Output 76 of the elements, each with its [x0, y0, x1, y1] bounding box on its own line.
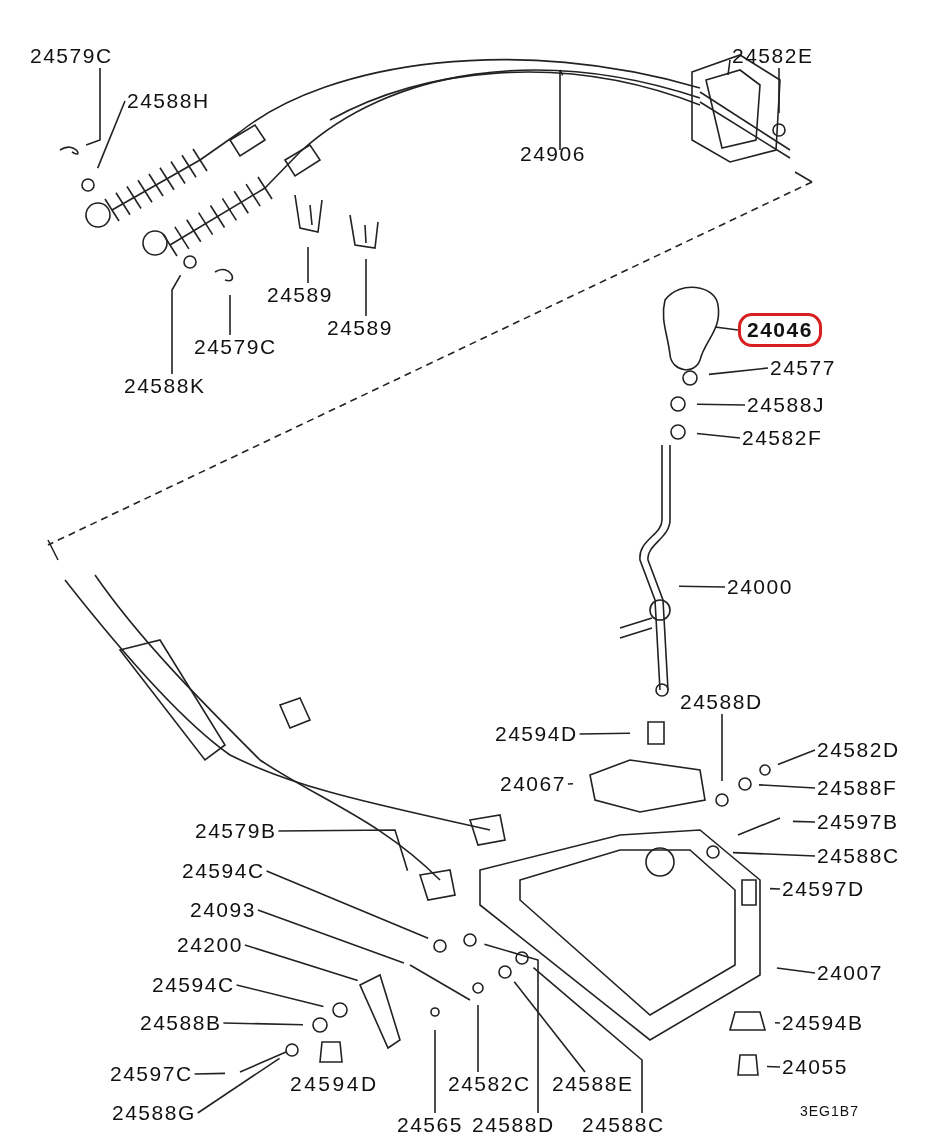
leader-line — [483, 943, 539, 1114]
callout-number: 24588F — [815, 776, 900, 800]
callout-number: 24582C — [446, 1072, 533, 1096]
callout-number: 24594D — [493, 722, 580, 746]
leader-line — [277, 829, 409, 872]
leader-line — [257, 909, 405, 964]
leader-line — [776, 967, 816, 974]
leader-line — [696, 403, 746, 406]
callout-number: 24579B — [193, 819, 279, 843]
leader-line — [85, 67, 101, 146]
leader-line — [196, 1057, 281, 1114]
callout-number: 24046 — [738, 313, 822, 347]
leader-line — [792, 820, 816, 823]
leader-line — [559, 69, 564, 151]
leader-line — [696, 432, 741, 439]
leader-line — [769, 887, 781, 890]
leader-line — [193, 1072, 226, 1075]
leader-line — [778, 67, 780, 114]
callout-number: 24200 — [175, 933, 245, 957]
callout-number: 24000 — [725, 575, 795, 599]
figure-code: 3EG1B7 — [800, 1103, 859, 1119]
callout-number: 24582E — [730, 44, 816, 68]
callout-number: 24588H — [125, 89, 212, 113]
callout-number: 24588B — [138, 1011, 224, 1035]
leader-line — [714, 326, 739, 331]
callout-number: 24093 — [188, 898, 258, 922]
callout-number: 24582F — [740, 426, 825, 450]
callout-number: 24055 — [780, 1055, 850, 1079]
leader-line — [777, 749, 816, 766]
leader-line — [708, 367, 769, 376]
leader-line — [732, 851, 816, 857]
leader-line — [678, 585, 726, 588]
leader-line — [229, 294, 231, 336]
leader-line — [365, 258, 367, 317]
callout-number: 24565 — [395, 1113, 465, 1137]
leader-line — [578, 732, 631, 735]
callout-number: 24582D — [815, 738, 902, 762]
leader-line — [434, 1029, 436, 1114]
leader-line — [96, 100, 126, 169]
leader-line — [766, 1065, 781, 1068]
callout-number: 24589 — [325, 316, 395, 340]
leader-line — [235, 984, 325, 1008]
callout-number: 24594C — [150, 973, 237, 997]
leader-line — [532, 966, 643, 1114]
callout-number: 24588J — [745, 393, 827, 417]
leader-line — [567, 782, 574, 785]
callout-number: 24588K — [122, 374, 208, 398]
leader-line — [477, 1004, 479, 1073]
callout-number: 24588E — [550, 1072, 636, 1096]
callout-number: 24594B — [780, 1011, 866, 1035]
callout-number: 24594C — [180, 859, 267, 883]
callout-number: 24588C — [580, 1113, 667, 1137]
callout-number: 24597B — [815, 810, 901, 834]
leader-line — [265, 870, 429, 940]
callout-number: 24579C — [192, 335, 279, 359]
callout-number: 24579C — [28, 44, 115, 68]
callout-number: 24588G — [110, 1101, 198, 1125]
leader-line — [244, 944, 359, 982]
callout-number: 24007 — [815, 961, 885, 985]
callout-number: 24588C — [815, 844, 902, 868]
callout-number: 24597C — [108, 1062, 195, 1086]
callout-number: 24597D — [780, 877, 867, 901]
leader-line — [721, 713, 723, 782]
callout-number: 24577 — [768, 356, 838, 380]
callout-number: 24594D — [290, 1072, 379, 1096]
leader-line — [774, 1021, 781, 1024]
callout-number: 24906 — [518, 142, 588, 166]
callout-number: 24588D — [678, 690, 765, 714]
leader-line — [758, 784, 816, 789]
leader-line — [222, 1022, 304, 1026]
leader-line — [171, 274, 182, 375]
callout-number: 24067 — [498, 772, 568, 796]
callout-number: 24588D — [470, 1113, 557, 1137]
leader-line — [307, 246, 309, 284]
callout-number: 24589 — [265, 283, 335, 307]
leader-line — [513, 981, 586, 1073]
